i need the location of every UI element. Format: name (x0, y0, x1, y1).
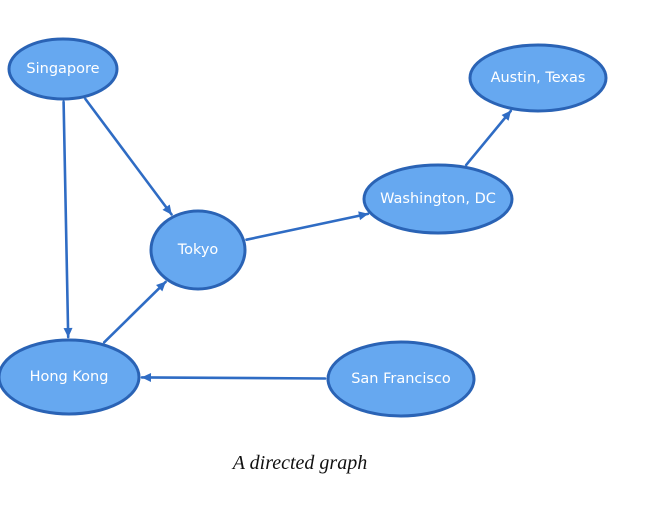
node-tokyo-label: Tokyo (177, 242, 219, 258)
edge-singapore-to-hongkong (58, 92, 73, 339)
node-singapore-label: Singapore (26, 61, 99, 77)
node-austin-label: Austin, Texas (491, 70, 586, 86)
edge-hongkong-to-tokyo (102, 280, 167, 344)
node-washington-shape (362, 163, 514, 235)
node-hongkong: Hong Kong (0, 338, 141, 416)
node-hongkong-label: Hong Kong (30, 369, 109, 385)
node-tokyo-shape (149, 209, 247, 291)
node-singapore: Singapore (7, 37, 119, 101)
node-sanfrancisco-label: San Francisco (351, 371, 451, 387)
edge-singapore-to-tokyo (76, 89, 173, 216)
node-washington: Washington, DC (362, 163, 514, 235)
node-austin-shape (468, 43, 608, 113)
edge-sanfrancisco-to-hongkong (140, 372, 327, 382)
node-washington-label: Washington, DC (380, 191, 496, 207)
node-austin: Austin, Texas (468, 43, 608, 113)
figure-caption: A directed graph (232, 452, 368, 474)
node-sanfrancisco: San Francisco (326, 340, 476, 418)
node-singapore-shape (7, 37, 119, 101)
edge-tokyo-to-washington (245, 211, 370, 241)
node-tokyo: Tokyo (149, 209, 247, 291)
node-sanfrancisco-shape (326, 340, 476, 418)
node-hongkong-shape (0, 338, 141, 416)
edge-washington-to-austin (464, 109, 513, 167)
edges-layer (58, 89, 513, 382)
